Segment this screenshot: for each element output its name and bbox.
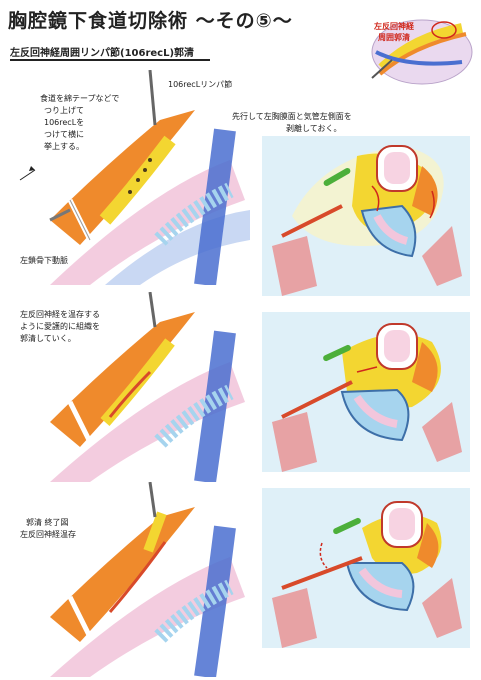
step3-note-line2: 左反回神経温存 xyxy=(20,530,76,539)
inset-label-2: 周囲郭清 xyxy=(378,33,410,42)
step2-cross-section xyxy=(272,323,462,472)
step1-artery-label: 左鎖骨下動脈 xyxy=(20,256,68,265)
step1-right-note-line1: 先行して左胸膜面と気管左側面を xyxy=(232,112,352,121)
step1-right-note-line2: 剥離しておく。 xyxy=(286,124,342,133)
section-subtitle: 左反回神経周囲リンパ節(106recL)郭清 xyxy=(10,48,195,59)
step2-thoracoscopic-view xyxy=(50,292,245,482)
step1-cross-section xyxy=(272,145,462,296)
inset-label-1: 左反回神経 xyxy=(374,22,414,31)
step2-note-line2: ように愛護的に組織を xyxy=(20,322,100,331)
step1-note-line4: つけて横に xyxy=(44,130,84,139)
step2-note-line1: 左反回神経を温存する xyxy=(20,310,100,319)
step1-note-line3: 106recLを xyxy=(44,118,85,127)
step3-cross-section xyxy=(272,501,462,648)
step1-thoracoscopic-view xyxy=(19,70,250,285)
subtitle-underline xyxy=(10,59,210,61)
step1-note-line5: 挙上する。 xyxy=(44,142,84,151)
step3-thoracoscopic-view xyxy=(50,482,245,677)
step2-note-line3: 郭清していく。 xyxy=(20,334,76,343)
inset-thorax-illustration xyxy=(371,19,473,85)
step1-note-line2: つり上げて xyxy=(44,106,84,115)
step1-node-label: 106recLリンパ節 xyxy=(168,80,233,89)
step1-note-line1: 食道を綿テープなどで xyxy=(40,94,120,103)
step3-note-line1: 郭清 終了図 xyxy=(26,518,69,527)
page-title: 胸腔鏡下食道切除術 ～その⑤～ xyxy=(8,10,293,32)
